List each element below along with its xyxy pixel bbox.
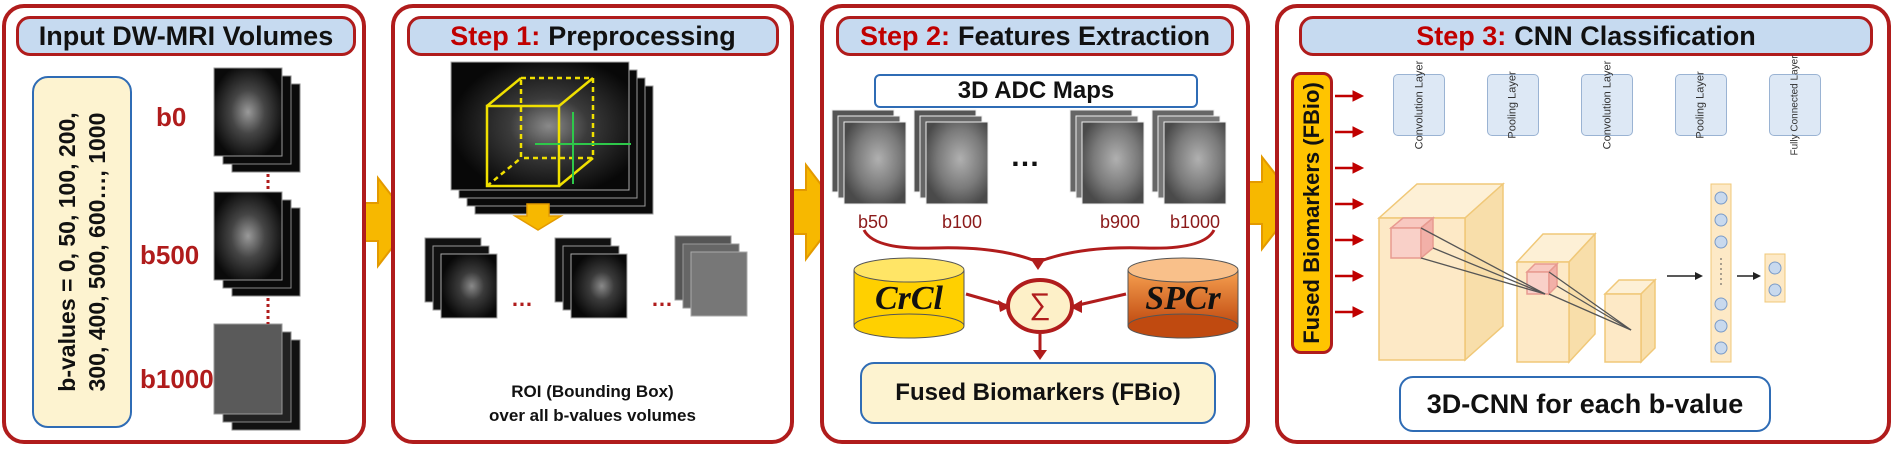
small-stack-2	[554, 237, 628, 319]
adc-dots: …	[1010, 140, 1040, 173]
fc-column	[1710, 183, 1732, 363]
adc-label-b50: b50	[858, 212, 889, 232]
panel-step1: Step 1: Preprocessing	[391, 4, 794, 444]
cnn-caption-box: 3D-CNN for each b-value	[1399, 376, 1771, 432]
spcr-cylinder	[1127, 257, 1239, 339]
layer-pooling-1: Pooling Layer	[1487, 71, 1539, 139]
dots-2: …	[651, 286, 673, 311]
panel-step2-title: Step 2: Features Extraction	[836, 16, 1234, 56]
features-graphic	[831, 109, 1239, 360]
dots-1: …	[511, 286, 533, 311]
adc-stack-b1000	[1151, 109, 1227, 205]
label-b0: b0	[156, 102, 187, 132]
adc-maps-box: 3D ADC Maps	[874, 74, 1198, 108]
roi-caption-line2: over all b-values volumes	[489, 406, 696, 425]
crcl-cylinder	[853, 257, 965, 339]
panel-input-title: Input DW-MRI Volumes	[16, 16, 356, 56]
layer-fully-connected: Fully Connected Layer	[1769, 55, 1821, 155]
panel-step2: Step 2: Features Extraction 3D ADC Maps	[820, 4, 1250, 444]
cnn-graphic	[1335, 90, 1786, 364]
large-mri-stack	[450, 61, 654, 215]
stack-b500	[213, 191, 301, 297]
adc-stack-b100	[913, 109, 989, 205]
mri-volume-stacks	[213, 67, 301, 431]
sum-node	[1006, 278, 1074, 334]
preprocessing-graphic	[424, 61, 748, 319]
panel-step1-title: Step 1: Preprocessing	[407, 16, 779, 56]
label-b1000: b1000	[140, 364, 214, 394]
adc-stack-b900	[1069, 109, 1145, 205]
fbio-vertical-box: Fused Biomarkers (FBio)	[1291, 72, 1333, 354]
bvalues-box: b-values = 0, 50, 100, 200, 300, 400, 50…	[32, 76, 132, 428]
roi-bounding-box	[485, 76, 631, 188]
spcr-label: SPCr	[1145, 280, 1221, 317]
cube-2	[1515, 232, 1597, 364]
label-b500: b500	[140, 240, 200, 270]
small-stack-3	[674, 235, 748, 317]
small-stack-1	[424, 237, 498, 319]
sigma-symbol: ∑	[1029, 288, 1051, 321]
stack-b0	[213, 67, 301, 173]
layer-convolution-2: Convolution Layer	[1581, 61, 1633, 149]
layer-convolution-1: Convolution Layer	[1393, 61, 1445, 149]
layer-pooling-2: Pooling Layer	[1675, 71, 1727, 139]
panel-step3: Step 3: CNN Classification Fused Biomark…	[1275, 4, 1891, 444]
adc-label-b900: b900	[1100, 212, 1141, 232]
panel-step3-title: Step 3: CNN Classification	[1299, 16, 1873, 56]
output-column	[1764, 253, 1786, 303]
kernel-lines	[1420, 227, 1632, 331]
adc-label-b1000: b1000	[1170, 212, 1221, 232]
crcl-label: CrCl	[874, 280, 944, 317]
adc-stack-b50	[831, 109, 907, 205]
adc-label-b100: b100	[942, 212, 983, 232]
stack-b1000	[213, 323, 301, 431]
fused-biomarkers-box: Fused Biomarkers (FBio)	[860, 362, 1216, 424]
down-arrow	[512, 203, 564, 231]
input-arrows	[1335, 90, 1365, 318]
roi-caption-line1: ROI (Bounding Box)	[511, 382, 674, 401]
panel-input: Input DW-MRI Volumes b-values = 0, 50, 1…	[2, 4, 366, 444]
cube-3	[1603, 278, 1657, 364]
cube-1	[1377, 182, 1505, 362]
